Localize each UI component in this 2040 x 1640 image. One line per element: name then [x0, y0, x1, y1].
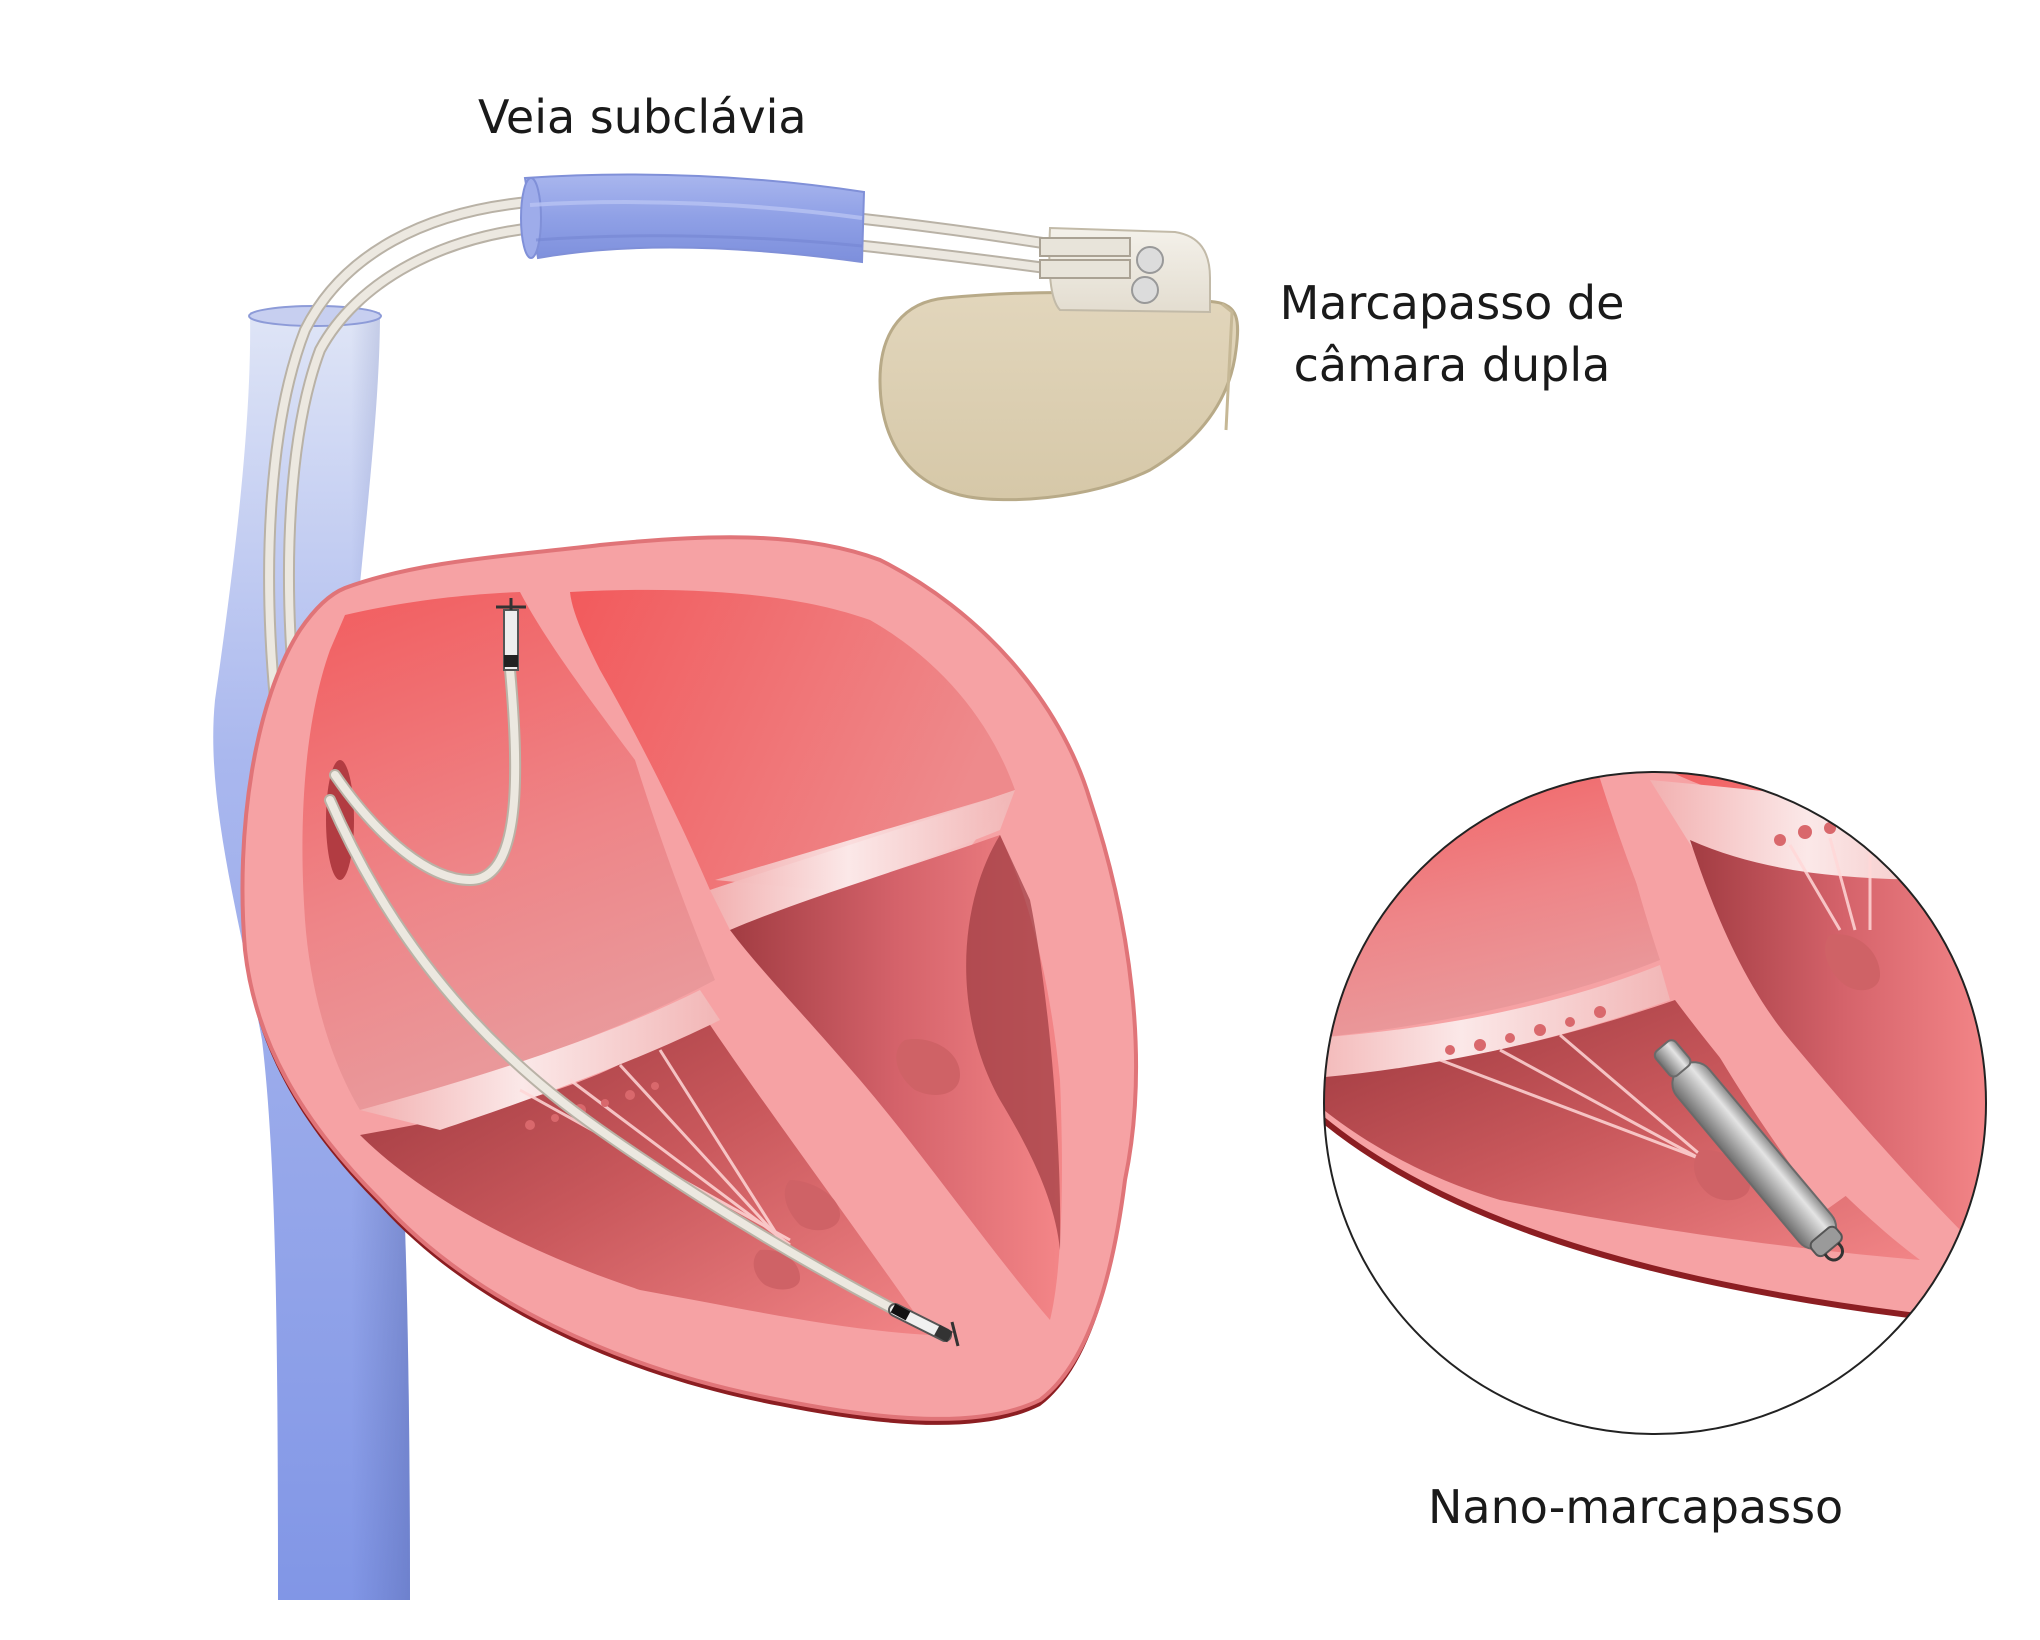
nano-pacemaker-label: Nano-marcapasso — [1428, 1480, 1844, 1534]
subclavian-vein-label: Veia subclávia — [478, 90, 807, 144]
heart-cross-section — [240, 535, 1139, 1425]
dual-chamber-pacemaker-label-line2: câmara dupla — [1293, 338, 1611, 392]
dual-chamber-pacemaker-label: Marcapasso de câmara dupla — [1262, 272, 1642, 396]
dual-chamber-pacemaker-label-line1: Marcapasso de — [1279, 276, 1625, 330]
subclavian-vein — [520, 173, 866, 264]
nano-pacemaker-inset — [1323, 771, 1987, 1435]
dual-chamber-pacemaker — [878, 226, 1240, 502]
